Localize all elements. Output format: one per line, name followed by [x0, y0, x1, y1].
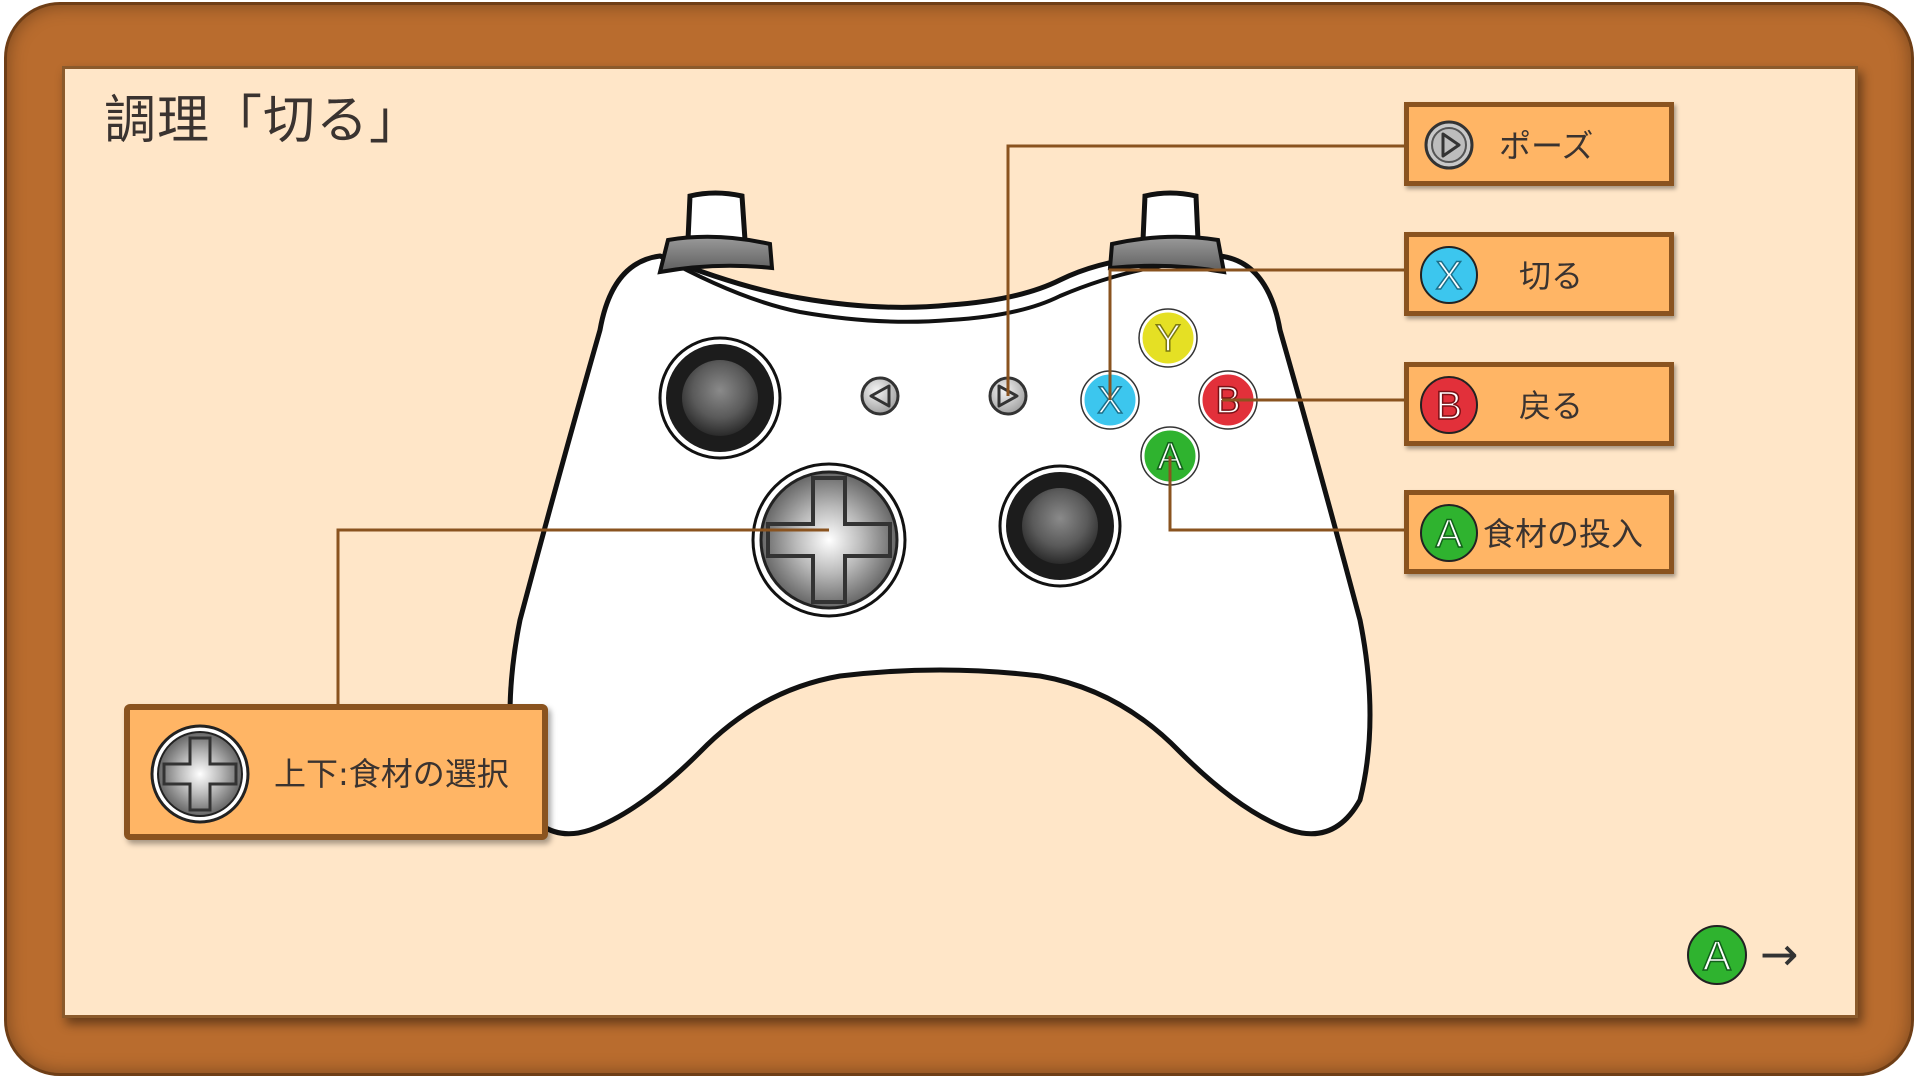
dpad-leader-line	[336, 528, 829, 706]
back-button-icon	[860, 376, 900, 416]
svg-text:A: A	[1436, 512, 1463, 556]
select-label-text: 上下:食材の選択	[274, 755, 509, 793]
left-trigger	[685, 190, 748, 243]
right-stick	[998, 464, 1122, 588]
x-button-icon: X	[1420, 246, 1478, 304]
insert-leader-line	[1168, 456, 1408, 532]
back-label: B 戻る	[1404, 362, 1674, 446]
left-bumper	[657, 234, 775, 275]
b-button-icon: B	[1420, 376, 1478, 434]
next-page-hint[interactable]: A →	[1686, 924, 1820, 986]
a-button-icon: A	[1420, 504, 1478, 562]
start-button-icon	[1424, 120, 1474, 170]
svg-text:A: A	[1703, 932, 1731, 979]
page-title: 調理「切る」	[104, 91, 423, 151]
insert-label: A 食材の投入	[1404, 490, 1674, 574]
dpad	[751, 462, 907, 618]
cut-label: X 切る	[1404, 232, 1674, 316]
right-bumper	[1107, 234, 1227, 275]
insert-label-text: 食材の投入	[1483, 515, 1644, 553]
cut-leader-line	[1108, 268, 1408, 400]
left-stick	[658, 336, 782, 460]
next-arrow-icon: →	[1760, 927, 1799, 981]
svg-text:B: B	[1436, 384, 1463, 428]
svg-text:X: X	[1436, 254, 1463, 298]
a-button-icon: A	[1687, 925, 1747, 985]
cut-label-text: 切る	[1519, 257, 1584, 295]
y-button: Y	[1138, 308, 1198, 368]
pause-leader-line	[1006, 144, 1408, 396]
y-button-letter: Y	[1155, 318, 1180, 360]
dpad-icon	[150, 724, 250, 824]
pause-label-text: ポーズ	[1499, 127, 1594, 165]
pause-label: ポーズ	[1404, 102, 1674, 186]
back-label-text: 戻る	[1519, 387, 1584, 425]
right-trigger	[1140, 190, 1201, 243]
controller-body	[507, 252, 1373, 837]
select-label: 上下:食材の選択	[124, 704, 548, 840]
leader-lines	[336, 144, 1408, 706]
